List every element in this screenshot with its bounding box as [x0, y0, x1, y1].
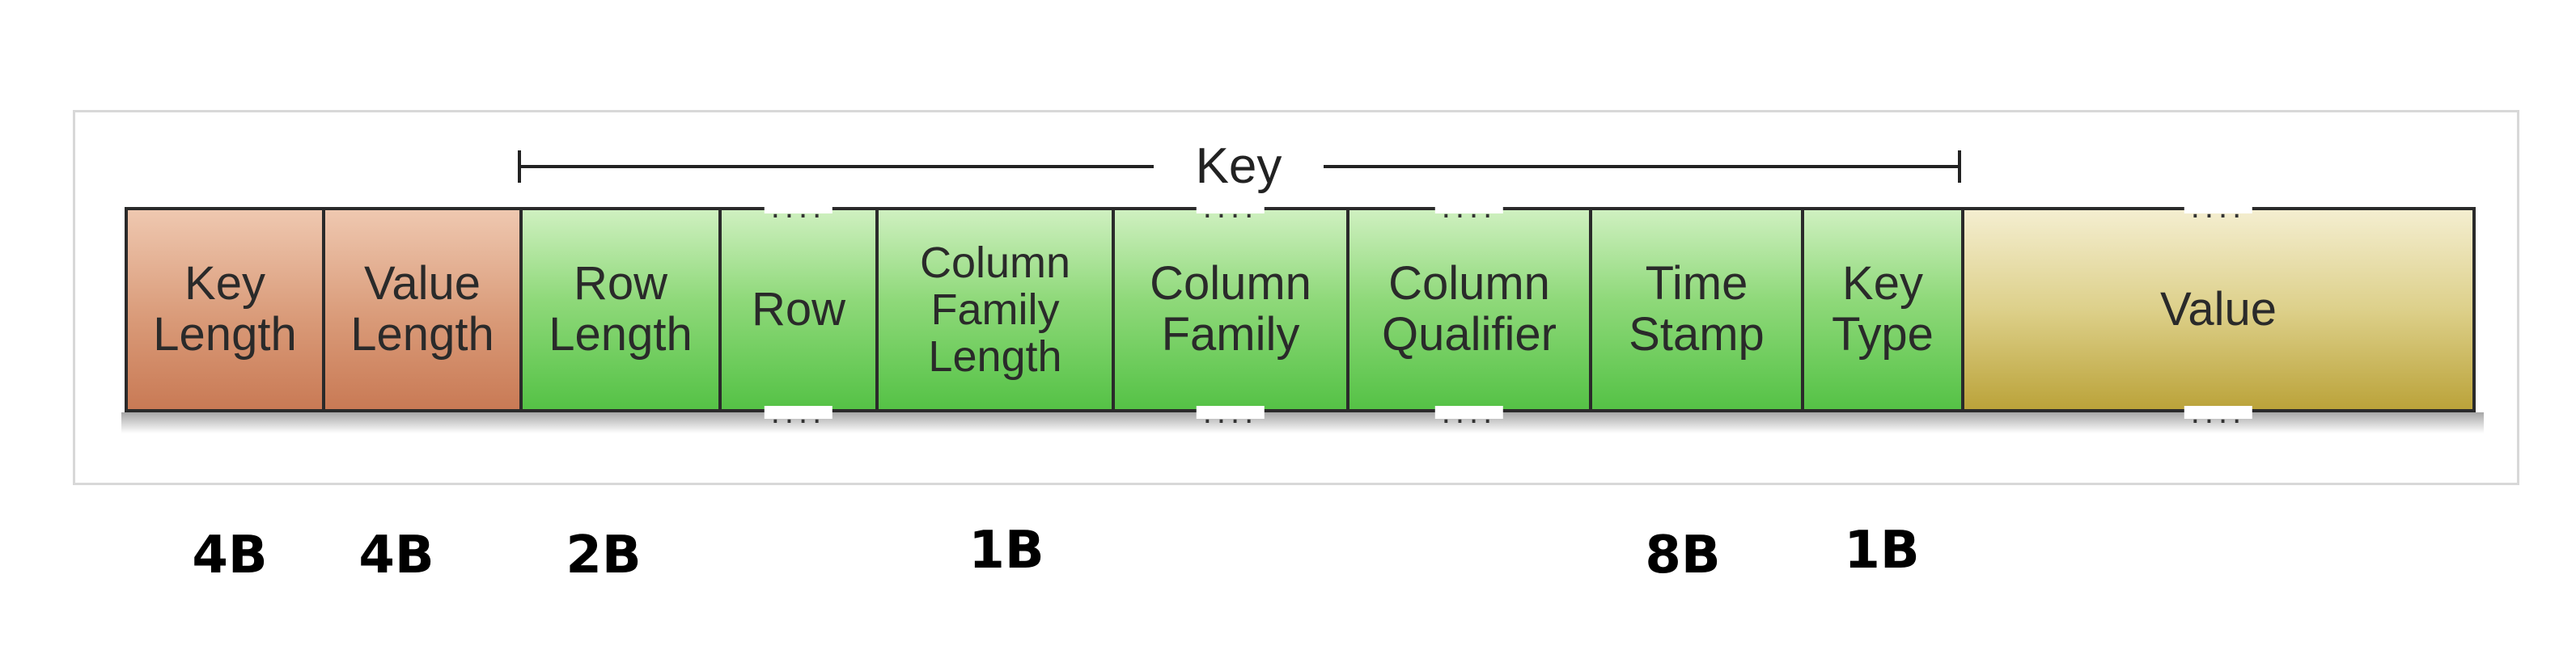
cell-label: Time Stamp — [1629, 257, 1765, 361]
dots-bottom: .... — [764, 396, 833, 429]
dots-top: .... — [1196, 191, 1265, 223]
cell-row-length: Row Length — [519, 207, 718, 412]
size-label-row-length: 2B — [566, 526, 642, 585]
cell-row: .... Row .... — [718, 191, 875, 429]
dots-bottom: .... — [1434, 396, 1504, 429]
cell-label: Column Qualifier — [1382, 257, 1557, 361]
cell-value: .... Value .... — [1961, 191, 2476, 429]
cell-label: Column Family Length — [919, 238, 1071, 382]
cell-label: Row Length — [549, 257, 693, 361]
size-label-time-stamp: 8B — [1645, 526, 1721, 585]
cell-label: Column Family — [1150, 257, 1311, 361]
size-label-key-length: 4B — [192, 526, 268, 585]
key-bracket: Key — [518, 138, 1961, 194]
bracket-cap-right — [1958, 150, 1961, 183]
dots-top: .... — [764, 191, 833, 223]
cell-label: Key Type — [1832, 257, 1934, 361]
size-label-key-type: 1B — [1844, 521, 1920, 581]
cell-label: Key Length — [153, 257, 297, 361]
cell-key-length: Key Length — [125, 207, 322, 412]
dots-bottom: .... — [2184, 396, 2253, 429]
dots-top: .... — [2184, 191, 2253, 223]
cell-label: Value Length — [350, 257, 494, 361]
dots-top: .... — [1434, 191, 1504, 223]
key-bracket-label: Key — [1195, 138, 1282, 194]
dots-bottom: .... — [1196, 396, 1265, 429]
bracket-line-right — [1324, 165, 1961, 168]
size-label-value-length: 4B — [358, 526, 434, 585]
cell-column-qualifier: .... Column Qualifier .... — [1346, 191, 1589, 429]
cell-time-stamp: Time Stamp — [1589, 207, 1801, 412]
cell-label: Row — [751, 282, 846, 336]
cell-column-family: .... Column Family .... — [1112, 191, 1346, 429]
cell-label: Value — [2159, 282, 2277, 336]
bracket-line-left — [518, 165, 1154, 168]
cell-row-shadow — [121, 412, 2484, 433]
cell-value-length: Value Length — [322, 207, 519, 412]
cell-key-type: Key Type — [1801, 207, 1961, 412]
cell-column-family-length: Column Family Length — [875, 207, 1112, 412]
size-label-column-family-length: 1B — [968, 521, 1044, 581]
